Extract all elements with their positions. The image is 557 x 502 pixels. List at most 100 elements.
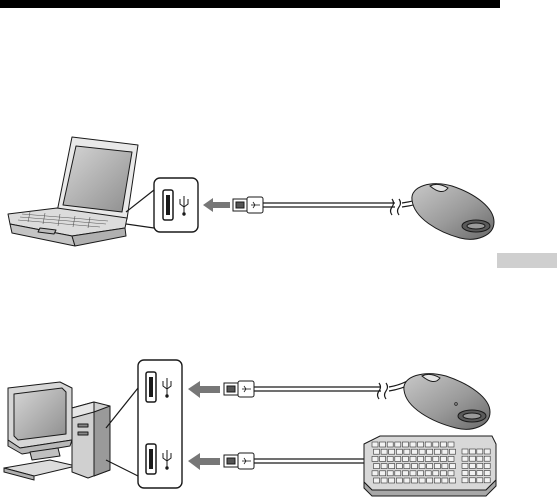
keyboard-key — [440, 456, 446, 461]
keypad-key — [462, 456, 468, 461]
insert-arrow-icon — [203, 198, 230, 212]
mouse-cable — [263, 195, 432, 215]
desktop-panel — [4, 360, 496, 496]
keyboard-key — [448, 471, 454, 476]
keyboard-key — [419, 449, 425, 454]
desktop-keyboard-small — [4, 460, 76, 480]
keyboard-key — [372, 456, 378, 461]
keyboard-key — [410, 456, 416, 461]
keyboard-key — [381, 464, 387, 469]
keyboard-key — [396, 449, 402, 454]
keypad-key — [484, 456, 490, 461]
keyboard-key — [418, 456, 424, 461]
usb-port-icon — [146, 372, 156, 402]
zoom-leader-2 — [106, 388, 138, 476]
keypad-key — [477, 456, 483, 461]
keypad-key — [484, 471, 490, 476]
keyboard-key — [395, 456, 401, 461]
keyboard-key — [380, 471, 386, 476]
keyboard-key — [402, 456, 408, 461]
insert-arrow-icon — [188, 453, 220, 470]
keyboard-key — [404, 449, 410, 454]
keyboard-cable — [254, 459, 368, 463]
keypad-key — [462, 471, 468, 476]
keyboard-key — [427, 478, 433, 483]
keyboard-illustration — [364, 436, 496, 496]
keypad-key — [469, 478, 475, 483]
keyboard-key — [433, 471, 439, 476]
port-zoom-box-2 — [138, 360, 182, 488]
keypad-key — [469, 456, 475, 461]
usb-plug-icon — [224, 453, 254, 469]
keyboard-key — [395, 442, 401, 447]
keypad-key — [469, 449, 475, 454]
keyboard-key — [372, 442, 378, 447]
keyboard-key — [381, 449, 387, 454]
keyboard-key — [427, 464, 433, 469]
keyboard-key — [396, 478, 402, 483]
keyboard-key — [440, 442, 446, 447]
keypad-key — [469, 463, 475, 468]
keyboard-key — [450, 478, 456, 483]
keyboard-key — [404, 478, 410, 483]
keyboard-key — [395, 471, 401, 476]
keyboard-key — [380, 456, 386, 461]
keypad-key — [477, 478, 483, 483]
keyboard-key — [374, 449, 380, 454]
desktop-tower — [72, 402, 110, 478]
keyboard-key — [387, 456, 393, 461]
keyboard-key — [412, 478, 418, 483]
keypad-key — [484, 449, 490, 454]
keyboard-key — [380, 442, 386, 447]
keyboard-key — [448, 442, 454, 447]
laptop-illustration — [8, 137, 138, 246]
keyboard-key — [433, 456, 439, 461]
keyboard-key — [396, 464, 402, 469]
keyboard-key — [434, 464, 440, 469]
keyboard-key — [434, 478, 440, 483]
keyboard-key — [402, 442, 408, 447]
keyboard-key — [410, 442, 416, 447]
keyboard-key — [410, 471, 416, 476]
usb-plug-icon — [233, 197, 263, 213]
keyboard-key — [381, 478, 387, 483]
keyboard-key — [434, 449, 440, 454]
mouse-illustration-2 — [404, 374, 490, 430]
usb-port-icon — [146, 444, 156, 474]
keyboard-key — [425, 442, 431, 447]
keyboard-key — [402, 471, 408, 476]
keyboard-key — [418, 471, 424, 476]
keyboard-key — [389, 478, 395, 483]
usb-port-icon — [163, 190, 173, 220]
mouse-illustration — [412, 184, 494, 240]
cable-break-icon — [378, 383, 388, 399]
usb-plug-icon — [224, 381, 254, 397]
keypad-key — [484, 463, 490, 468]
keyboard-key — [387, 442, 393, 447]
keyboard-key — [433, 442, 439, 447]
keypad-key — [462, 463, 468, 468]
keyboard-key — [412, 464, 418, 469]
keyboard-key — [427, 449, 433, 454]
laptop-panel — [8, 137, 494, 246]
keyboard-key — [372, 471, 378, 476]
keyboard-key — [440, 471, 446, 476]
keyboard-key — [404, 464, 410, 469]
keyboard-key — [425, 456, 431, 461]
keyboard-key — [418, 442, 424, 447]
keyboard-key — [389, 464, 395, 469]
insert-arrow-icon — [188, 381, 220, 398]
keypad-key — [462, 449, 468, 454]
keyboard-key — [425, 471, 431, 476]
keyboard-key — [450, 449, 456, 454]
keypad-key — [484, 478, 490, 483]
keyboard-key — [389, 449, 395, 454]
keyboard-key — [374, 464, 380, 469]
keypad-key — [477, 463, 483, 468]
keyboard-key — [442, 478, 448, 483]
keyboard-key — [442, 449, 448, 454]
port-zoom-box — [154, 178, 198, 232]
keyboard-key — [450, 464, 456, 469]
keyboard-key — [448, 456, 454, 461]
